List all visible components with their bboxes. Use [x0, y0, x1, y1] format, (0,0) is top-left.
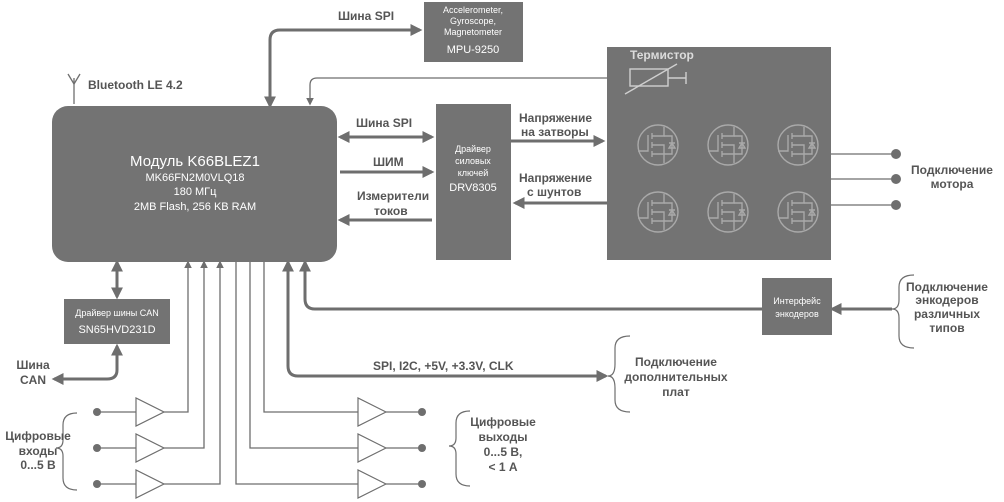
imu-line1: Accelerometer,	[443, 5, 503, 15]
gate-label-2: на затворы	[521, 125, 589, 139]
mcu-line2: 180 МГц	[174, 186, 218, 198]
mosfet-icon	[707, 191, 749, 233]
imu-line2: Gyroscope,	[450, 16, 496, 26]
shunt-label-1: Напряжение	[519, 171, 592, 185]
enc-iface-1: Интерфейс	[773, 296, 821, 306]
ext-bus-label: SPI, I2C, +5V, +3.3V, CLK	[373, 359, 514, 373]
can-bus-label-2: CAN	[20, 373, 46, 387]
motor-label-2: мотора	[931, 177, 974, 191]
dout-brace	[448, 410, 471, 487]
mcu-block: Модуль K66BLEZ1 MK66FN2M0VLQ18 180 МГц 2…	[52, 106, 337, 262]
antenna-icon	[67, 73, 81, 104]
can-driver-2: SN65HVD231D	[78, 324, 155, 336]
pwm-label: ШИМ	[373, 155, 404, 169]
thermistor-icon	[624, 63, 687, 95]
mcu-title: Модуль K66BLEZ1	[130, 153, 260, 170]
dout-label-4: < 1 А	[488, 460, 517, 474]
enc-brace	[891, 274, 915, 349]
dout-label-1: Цифровые	[470, 415, 536, 429]
mcu-line3: 2MB Flash, 256 KB RAM	[134, 201, 256, 213]
mosfet-icon	[637, 124, 679, 166]
din-label-2: входы	[19, 444, 58, 458]
thermistor-line	[306, 77, 630, 106]
input-buffers	[135, 397, 166, 499]
io-terminals	[93, 408, 426, 488]
mosfet-icon	[707, 124, 749, 166]
bluetooth-label: Bluetooth LE 4.2	[88, 78, 183, 92]
encoder-line	[299, 259, 762, 311]
din-label-3: 0...5 В	[20, 458, 56, 472]
motor-terminals	[891, 149, 901, 210]
ext-brace	[607, 335, 631, 413]
can-driver-block: Драйвер шины CAN SN65HVD231D	[64, 299, 170, 344]
driver-line2: силовых	[455, 156, 491, 166]
driver-block: Драйвер силовых ключей DRV8305	[436, 104, 511, 260]
current-label-2: токов	[374, 204, 408, 218]
enc-conn-4: типов	[929, 321, 964, 335]
mosfet-icon	[637, 191, 679, 233]
din-label-1: Цифровые	[5, 429, 71, 443]
thermistor-label: Термистор	[630, 48, 694, 62]
gate-label-1: Напряжение	[519, 111, 592, 125]
can-bus-line	[51, 343, 123, 385]
driver-line3: ключей	[458, 168, 489, 178]
imu-line3: Magnetometer	[444, 27, 502, 37]
spi-top-label: Шина SPI	[338, 9, 394, 23]
can-bus-label-1: Шина	[16, 358, 50, 372]
output-buffers	[357, 397, 388, 499]
enc-conn-2: энкодеров	[915, 293, 978, 307]
ext-bus-line	[282, 259, 609, 382]
can-driver-1: Драйвер шины CAN	[75, 308, 159, 318]
enc-conn-3: различных	[914, 307, 980, 321]
enc-iface-2: энкодеров	[775, 309, 819, 319]
mosfet-icon	[777, 124, 819, 166]
dout-label-3: 0...5 В,	[484, 445, 523, 459]
mcu-line1: MK66FN2M0VLQ18	[145, 172, 244, 184]
enc-conn-1: Подключение	[906, 280, 988, 294]
imu-line4: MPU-9250	[447, 44, 500, 56]
driver-line4: DRV8305	[449, 182, 497, 194]
ext-label-1: Подключение	[635, 355, 717, 369]
ext-label-2: дополнительных	[624, 370, 728, 384]
motor-label-1: Подключение	[911, 163, 993, 177]
shunt-label-2: с шунтов	[527, 185, 581, 199]
driver-line1: Драйвер	[455, 144, 491, 154]
ext-label-3: плат	[662, 385, 690, 399]
imu-block: Accelerometer, Gyroscope, Magnetometer M…	[424, 2, 523, 62]
mosfet-icon	[777, 191, 819, 233]
spi-top-line	[264, 24, 423, 109]
encoder-interface-block: Интерфейс энкодеров	[762, 278, 832, 335]
current-label-1: Измерители	[357, 189, 429, 203]
mosfet-icons	[637, 124, 819, 233]
spi-mid-label: Шина SPI	[356, 116, 412, 130]
din-brace	[55, 412, 78, 491]
dout-label-2: выходы	[478, 430, 527, 444]
